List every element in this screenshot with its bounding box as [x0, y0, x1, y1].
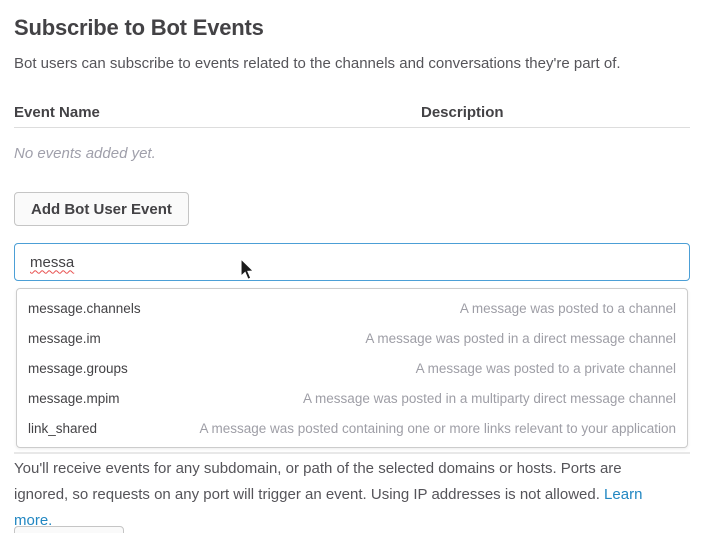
suggestion-name: link_shared: [28, 420, 98, 436]
learn-more-link[interactable]: Learn more.: [14, 486, 643, 529]
domains-note-text: You'll receive events for any subdomain,…: [14, 460, 622, 503]
search-input-value: messa: [30, 253, 75, 271]
suggestion-message-im[interactable]: message.im A message was posted in a dir…: [17, 323, 687, 353]
empty-events-message: No events added yet.: [14, 145, 156, 162]
event-suggestions-dropdown: message.channels A message was posted to…: [16, 288, 688, 448]
page-subtitle: Bot users can subscribe to events relate…: [14, 55, 621, 72]
suggestion-name: message.channels: [28, 300, 141, 316]
suggestion-description: A message was posted in a direct message…: [365, 330, 676, 346]
column-header-description: Description: [421, 104, 504, 121]
bot-event-search-input[interactable]: messa: [14, 243, 690, 281]
suggestion-link-shared[interactable]: link_shared A message was posted contain…: [17, 413, 687, 443]
suggestion-description: A message was posted in a multiparty dir…: [303, 390, 676, 406]
suggestion-name: message.groups: [28, 360, 128, 376]
suggestion-message-channels[interactable]: message.channels A message was posted to…: [17, 293, 687, 323]
add-bot-user-event-button[interactable]: Add Bot User Event: [14, 192, 189, 226]
suggestion-message-groups[interactable]: message.groups A message was posted to a…: [17, 353, 687, 383]
section-divider: [14, 452, 690, 454]
suggestion-description: A message was posted to a channel: [459, 300, 676, 316]
domains-note: You'll receive events for any subdomain,…: [14, 456, 676, 533]
column-header-event-name: Event Name: [14, 104, 100, 121]
suggestion-message-mpim[interactable]: message.mpim A message was posted in a m…: [17, 383, 687, 413]
table-header-divider: [14, 127, 690, 128]
partially-visible-button[interactable]: [14, 526, 124, 533]
page-title: Subscribe to Bot Events: [14, 15, 264, 40]
suggestion-name: message.mpim: [28, 390, 120, 406]
suggestion-name: message.im: [28, 330, 101, 346]
suggestion-description: A message was posted containing one or m…: [199, 420, 676, 436]
suggestion-description: A message was posted to a private channe…: [415, 360, 676, 376]
events-table-header: Event Name Description: [14, 104, 690, 121]
